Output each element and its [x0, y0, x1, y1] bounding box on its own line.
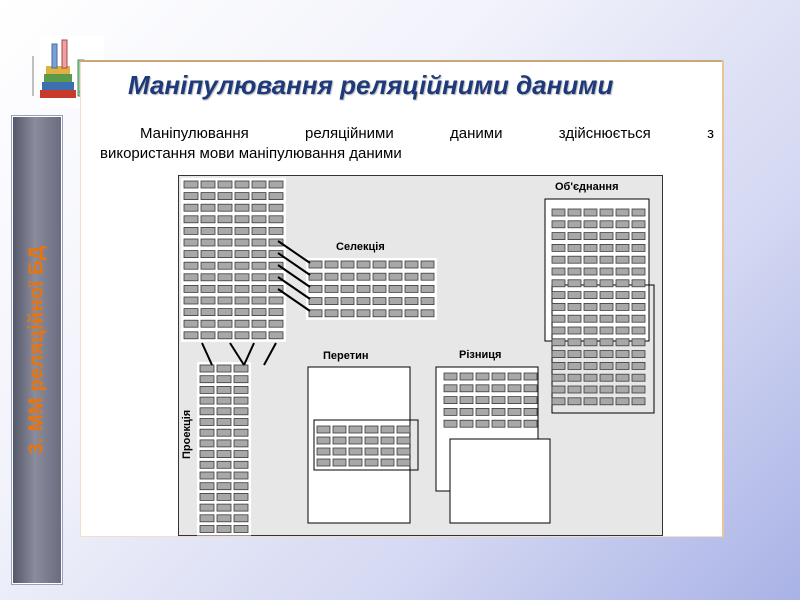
- relational-operations-diagram: Селекція Перетин Різниця Об'єднання Прое…: [178, 175, 664, 537]
- body-line-1: Маніпулювання реляційними даними здійснюєть…: [100, 124, 714, 144]
- intersection-label: Перетин: [323, 350, 369, 362]
- panel-rule: [722, 60, 724, 538]
- source-table-grid: [181, 178, 286, 342]
- selection-label: Селекція: [336, 241, 385, 253]
- body-word: реляційними: [305, 124, 394, 144]
- projection-label: Проекція: [181, 410, 193, 459]
- union-label: Об'єднання: [555, 181, 619, 193]
- body-word: даними: [450, 124, 502, 144]
- intersection-box-a: [308, 367, 410, 523]
- body-paragraph: Маніпулювання реляційними даними здійснюєть…: [100, 124, 714, 164]
- difference-label: Різниця: [459, 349, 501, 361]
- body-line-2: використання мови маніпулювання даними: [100, 144, 714, 164]
- difference-box-b: [450, 439, 550, 523]
- selection-table-grid: [306, 258, 437, 320]
- projection-table-grid: [197, 362, 251, 536]
- body-word: Маніпулювання: [140, 124, 249, 144]
- body-word: здійснюється: [559, 124, 651, 144]
- section-side-tab: 3. ММ реляційної БД: [12, 116, 62, 584]
- body-word: з: [707, 124, 714, 144]
- section-side-label: 3. ММ реляційної БД: [26, 246, 49, 455]
- title-rule: [80, 60, 724, 62]
- page-title: Маніпулювання реляційними даними: [128, 70, 724, 101]
